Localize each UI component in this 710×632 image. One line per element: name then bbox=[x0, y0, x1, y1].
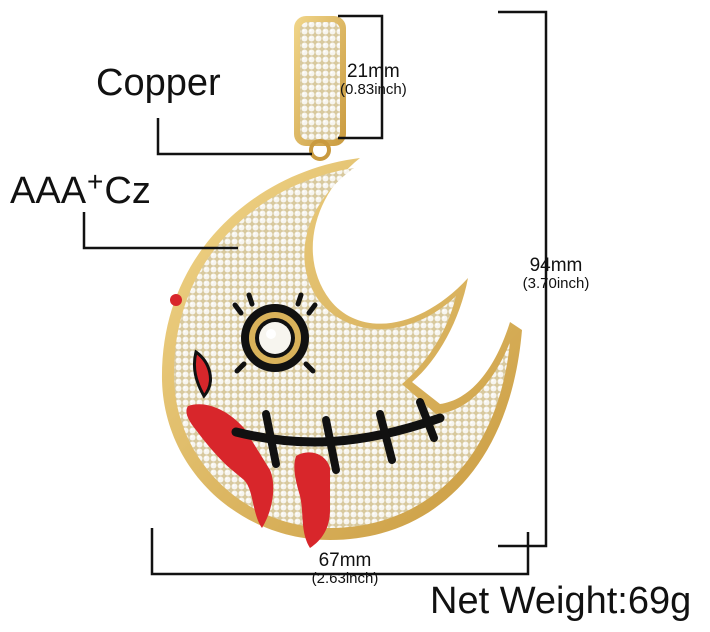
moon-pendant bbox=[161, 158, 522, 540]
moon-eye bbox=[232, 292, 318, 374]
width-inch: (2.63inch) bbox=[311, 570, 379, 587]
dimension-lines bbox=[82, 10, 548, 576]
stitched-mouth bbox=[231, 398, 445, 474]
stone-label-sup: + bbox=[87, 166, 104, 197]
height-mm: 94mm bbox=[529, 255, 583, 276]
stone-label: AAA+Cz bbox=[10, 166, 151, 213]
bail bbox=[294, 16, 346, 161]
bail-width-inch: (0.83inch) bbox=[340, 81, 407, 98]
width-dimension: 67mm (2.63inch) bbox=[290, 551, 400, 587]
net-weight-label: Net Weight:69g bbox=[430, 580, 692, 622]
bail-dimension: 21mm (0.83inch) bbox=[340, 62, 407, 98]
height-inch: (3.70inch) bbox=[522, 275, 590, 292]
width-mm: 67mm bbox=[318, 550, 372, 571]
red-enamel bbox=[170, 294, 330, 548]
bail-width-mm: 21mm bbox=[346, 61, 400, 82]
stone-label-suffix: Cz bbox=[104, 170, 151, 212]
material-label: Copper bbox=[96, 62, 221, 104]
stone-label-prefix: AAA bbox=[10, 170, 87, 212]
height-dimension: 94mm (3.70inch) bbox=[506, 256, 606, 292]
